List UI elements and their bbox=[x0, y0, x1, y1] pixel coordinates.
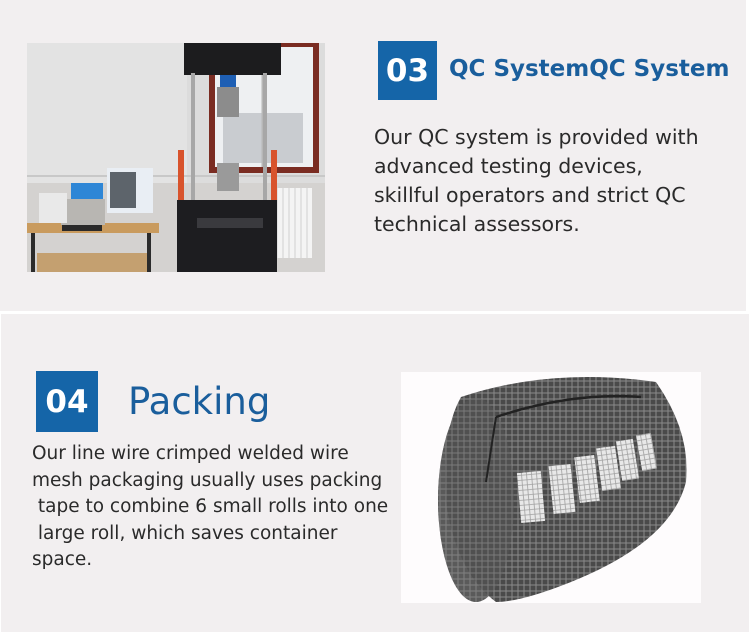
section-title: QC SystemQC System bbox=[449, 56, 730, 82]
mesh-roll-image bbox=[438, 377, 687, 602]
section-number-badge: 04 bbox=[36, 371, 98, 432]
testing-machine-image bbox=[27, 43, 325, 272]
section-title: Packing bbox=[128, 380, 271, 423]
qc-lab-photo bbox=[27, 43, 325, 272]
section-number-badge: 03 bbox=[378, 41, 437, 100]
wire-mesh-roll-photo bbox=[401, 372, 701, 603]
section-description: Our line wire crimped welded wire mesh p… bbox=[32, 443, 389, 570]
section-description: Our QC system is provided with advanced … bbox=[374, 125, 699, 236]
